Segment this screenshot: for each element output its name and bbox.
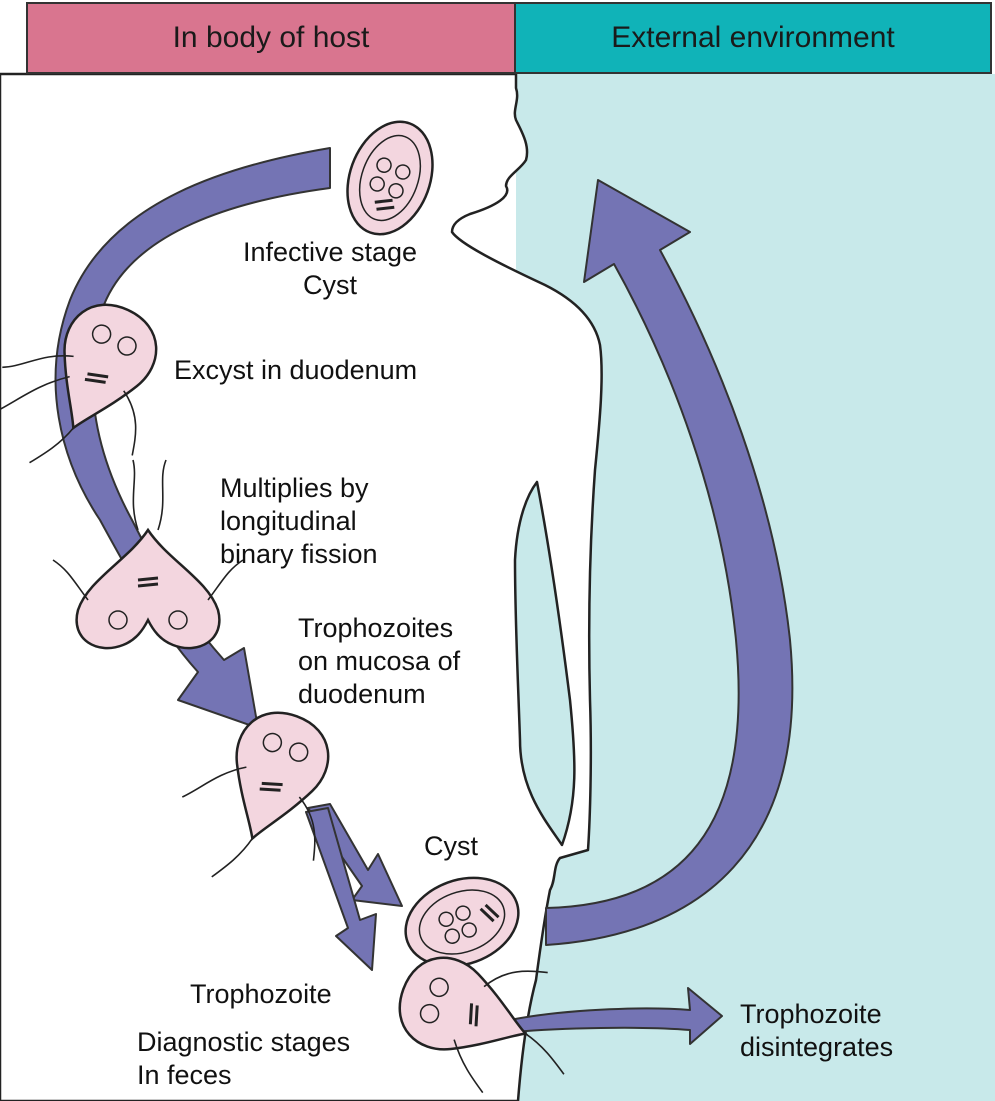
excyst-label: Excyst in duodenum [174,354,417,387]
infective-stage-line-2: Cyst [220,269,440,302]
multiplies-line-3: binary fission [220,538,378,571]
trophozoites-mucosa-line-2: on mucosa of [298,645,460,678]
disintegrates-label: Trophozoite disintegrates [740,998,893,1064]
diagnostic-stages-label: Diagnostic stages In feces [137,1026,350,1092]
disintegrates-line-1: Trophozoite [740,998,893,1031]
trophozoites-mucosa-line-1: Trophozoites [298,612,460,645]
disintegrates-line-2: disintegrates [740,1031,893,1064]
diagnostic-line-2: In feces [137,1059,350,1092]
trophozoite-label: Trophozoite [190,978,332,1011]
multiplies-line-1: Multiplies by [220,472,378,505]
trophozoites-mucosa-line-3: duodenum [298,678,460,711]
infective-stage-label: Infective stage Cyst [220,236,440,302]
trophozoites-mucosa-label: Trophozoites on mucosa of duodenum [298,612,460,711]
excyst-line-1: Excyst in duodenum [174,354,417,387]
trophozoite-line-1: Trophozoite [190,978,332,1011]
external-environment-header: External environment [514,2,992,74]
multiplies-label: Multiplies by longitudinal binary fissio… [220,472,378,571]
multiplies-line-2: longitudinal [220,505,378,538]
cyst-label: Cyst [424,830,478,863]
cyst-line-1: Cyst [424,830,478,863]
external-environment-header-label: External environment [611,21,894,55]
host-body-header: In body of host [26,2,516,74]
host-body-header-label: In body of host [173,21,370,55]
diagnostic-line-1: Diagnostic stages [137,1026,350,1059]
infective-stage-line-1: Infective stage [220,236,440,269]
